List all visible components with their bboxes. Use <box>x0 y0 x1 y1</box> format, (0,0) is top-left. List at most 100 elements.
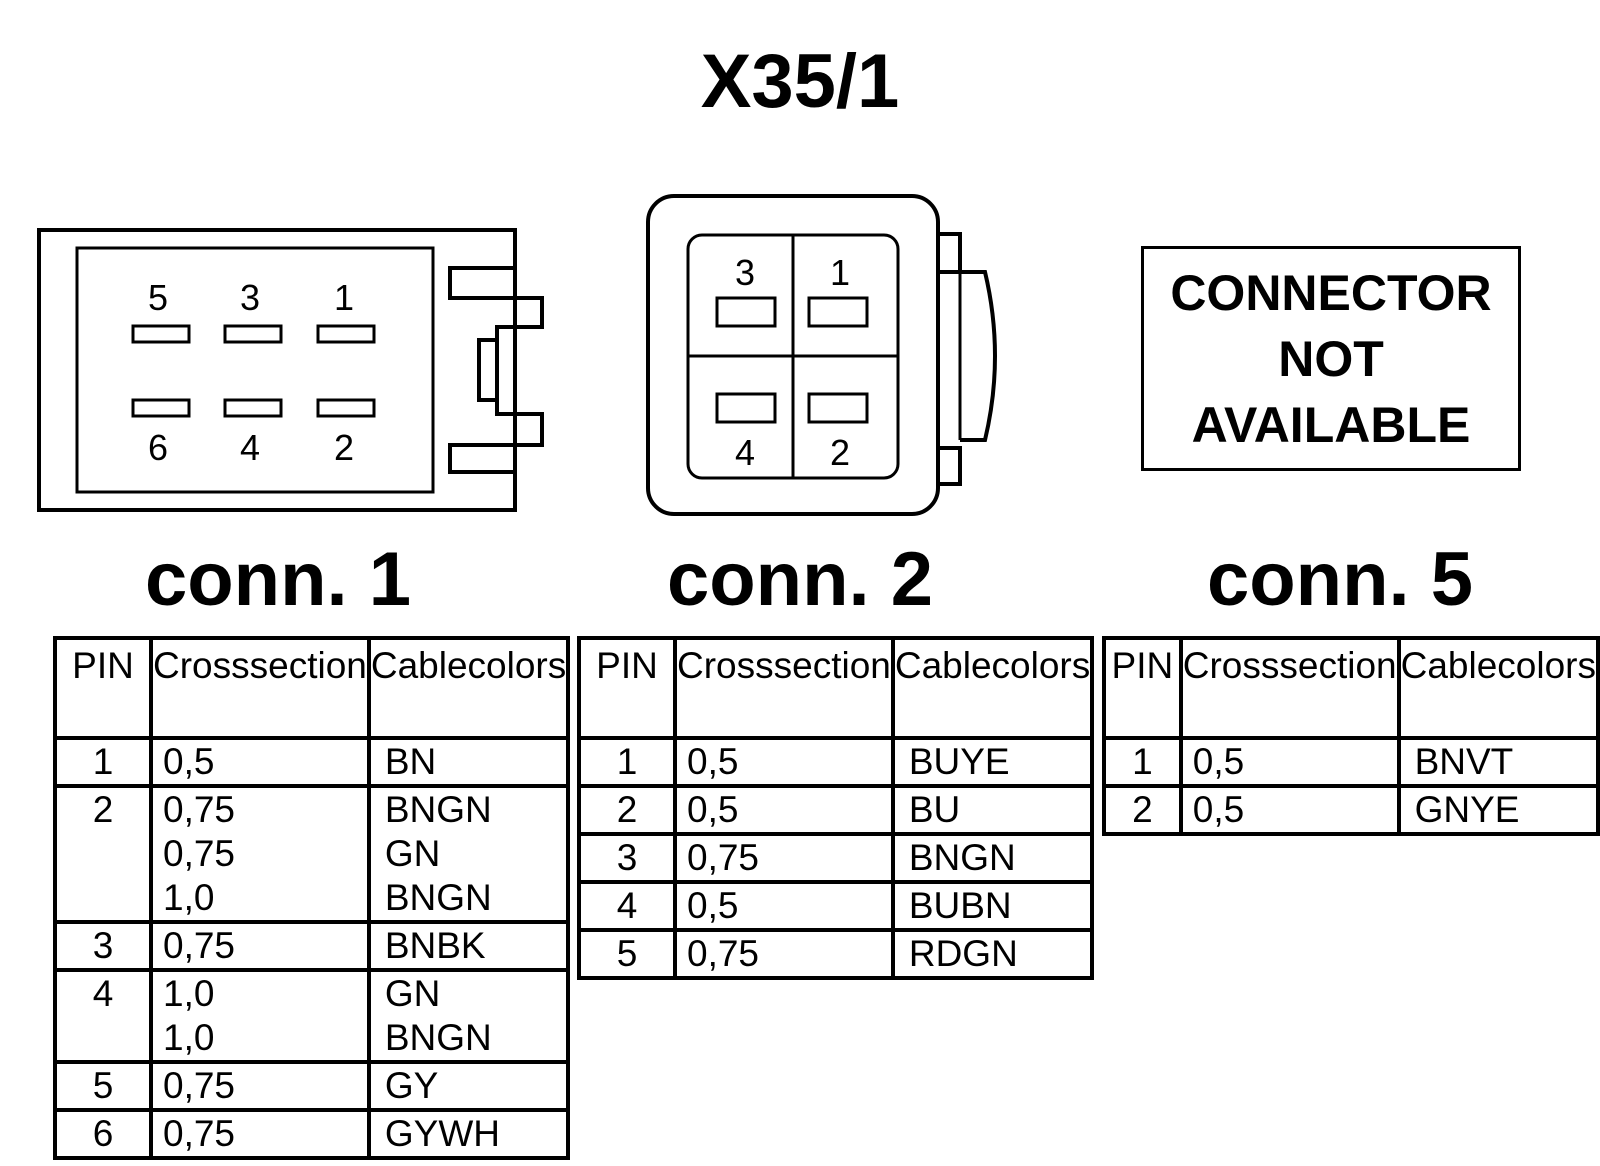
conn2-pin-label: 1 <box>830 252 850 293</box>
header-cable-colors: Cablecolors <box>366 636 571 740</box>
cross-section-cell: 0,75 <box>673 834 895 884</box>
cross-section-value: 0,75 <box>687 837 760 878</box>
connector-5-label: conn. 5 <box>1206 537 1474 622</box>
header-cable-colors-line: Cable <box>894 645 992 686</box>
cable-color-value: GYWH <box>384 1113 500 1154</box>
cross-section-value: 1,0 <box>163 1017 215 1058</box>
cable-color-value: BN <box>384 741 437 782</box>
conn2-pin-2 <box>807 392 869 424</box>
cross-section-cell: 0,5 <box>149 738 371 788</box>
header-cable-colors-line: colors <box>991 645 1091 686</box>
cable-color-value: GY <box>384 1065 439 1106</box>
connector-not-available-box: CONNECTOR NOT AVAILABLE <box>1141 246 1521 471</box>
header-cross-section-line: Cross <box>1182 645 1280 686</box>
conn2-pin-label: 2 <box>830 432 850 473</box>
cross-section-value: 0,75 <box>163 925 236 966</box>
not-available-line: NOT <box>1278 330 1384 387</box>
pin-number: 5 <box>577 930 677 980</box>
cross-section-value: 1,0 <box>163 877 215 918</box>
pin-number: 2 <box>1102 786 1183 836</box>
pin-number: 4 <box>53 970 153 1064</box>
conn1-pin-label: 6 <box>148 427 168 468</box>
connector-2-label: conn. 2 <box>666 537 934 622</box>
conn1-pin-1 <box>316 324 376 344</box>
conn2-pin-4 <box>715 392 777 424</box>
cable-color-cell: BU <box>890 786 1095 836</box>
cable-color-value: GNYE <box>1414 789 1520 830</box>
conn2-pin-3 <box>715 296 777 328</box>
header-cable-colors: Cablecolors <box>890 636 1095 740</box>
conn2-pin-label: 4 <box>735 432 755 473</box>
cross-section-cell: 0,75 <box>149 1062 371 1112</box>
cross-section-value: 0,75 <box>163 1113 236 1154</box>
conn1-housing <box>37 228 517 512</box>
cable-color-value: GN <box>384 833 441 874</box>
cross-section-value: 0,75 <box>163 833 236 874</box>
cable-color-value: BNGN <box>908 837 1016 878</box>
cable-color-value: BUYE <box>908 741 1010 782</box>
not-available-line: CONNECTOR <box>1170 264 1492 321</box>
pin-number: 3 <box>577 834 677 884</box>
cross-section-cell: 0,75 <box>149 1110 371 1160</box>
cable-color-value: BNVT <box>1414 741 1514 782</box>
conn1-pin-label: 3 <box>240 277 260 318</box>
conn2-pin-1 <box>807 296 869 328</box>
pin-number: 5 <box>53 1062 153 1112</box>
header-cable-colors-line: colors <box>467 645 567 686</box>
conn1-pin-2 <box>316 398 376 418</box>
conn1-pin-3 <box>223 324 283 344</box>
header-pin: PIN <box>1102 636 1183 740</box>
cable-color-cell: BUBN <box>890 882 1095 932</box>
cable-color-value: BUBN <box>908 885 1012 926</box>
conn1-pin-label: 1 <box>334 277 354 318</box>
cross-section-value: 0,75 <box>163 789 236 830</box>
header-cross-section-line: section <box>773 645 891 686</box>
cable-color-value: BNGN <box>384 1017 492 1058</box>
cable-color-cell: GY <box>366 1062 571 1112</box>
not-available-line: AVAILABLE <box>1191 396 1471 453</box>
cable-color-cell: BNVT <box>1396 738 1600 788</box>
conn1-latch-tab <box>477 338 499 402</box>
cross-section-cell: 0,5 <box>1178 786 1401 836</box>
connector-1-drawing: 5 3 1 6 4 2 <box>37 228 544 512</box>
cross-section-value: 0,5 <box>1192 741 1245 782</box>
header-cable-colors-line: Cable <box>1400 645 1498 686</box>
cross-section-cell: 0,5 <box>673 738 895 788</box>
pin-number: 4 <box>577 882 677 932</box>
cable-color-value: BNGN <box>384 877 492 918</box>
header-cross-section-line: Cross <box>153 645 250 686</box>
cross-section-value: 0,5 <box>687 885 739 926</box>
conn1-pin-6 <box>131 398 191 418</box>
conn2-housing <box>646 194 940 516</box>
header-cable-colors: Cablecolors <box>1396 636 1600 740</box>
pin-number: 2 <box>577 786 677 836</box>
conn1-pin-label: 2 <box>334 427 354 468</box>
cable-color-cell: BUYE <box>890 738 1095 788</box>
pin-number: 3 <box>53 922 153 972</box>
conn1-pin-5 <box>131 324 191 344</box>
conn2-pin-label: 3 <box>735 252 755 293</box>
conn1-pin-4 <box>223 398 283 418</box>
pin-number: 1 <box>1102 738 1183 788</box>
pin-number: 2 <box>53 786 153 924</box>
cable-color-value: BU <box>908 789 961 830</box>
cross-section-value: 0,5 <box>1192 789 1245 830</box>
cable-color-cell: BNGN <box>890 834 1095 884</box>
